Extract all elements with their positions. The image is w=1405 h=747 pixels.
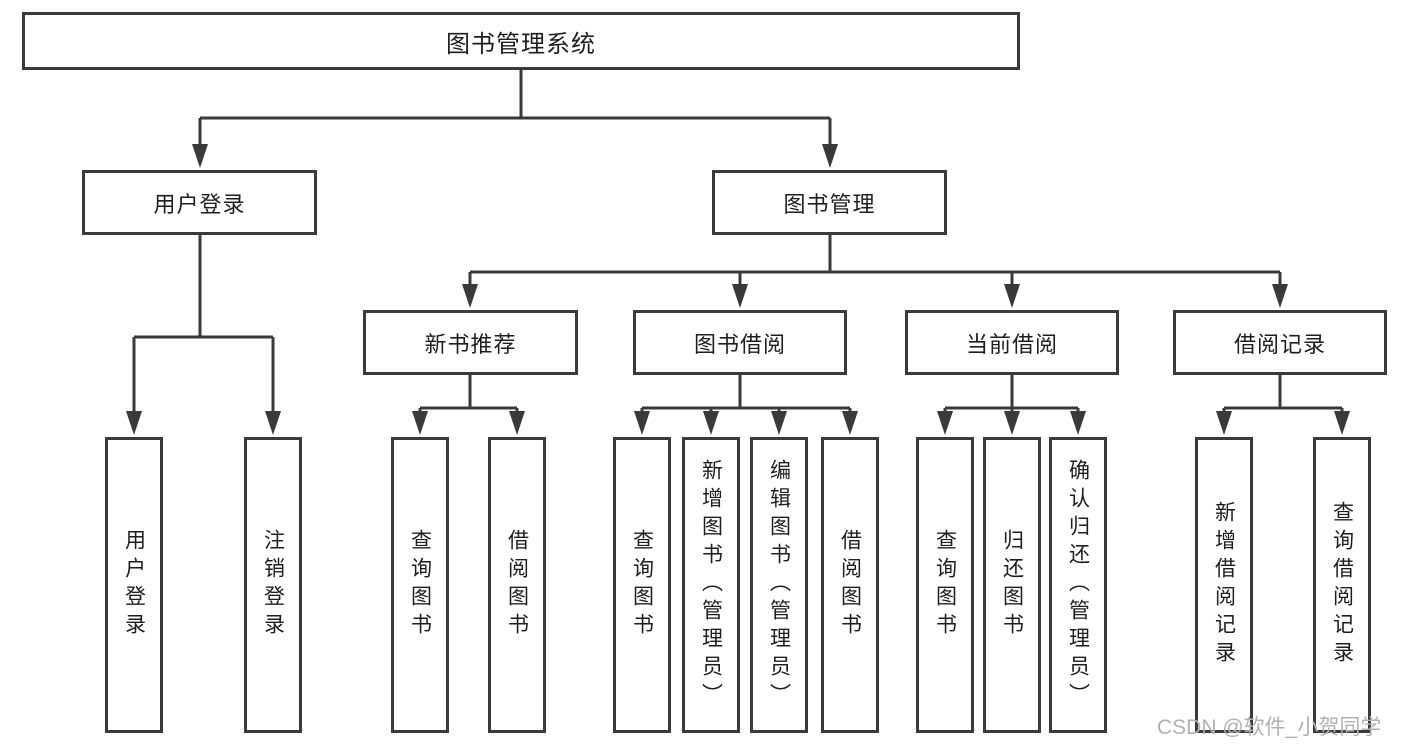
leaf-edit-book-admin: 编辑图书（管理员）: [750, 437, 808, 733]
node-label: 注销登录: [261, 529, 285, 641]
leaf-logout: 注销登录: [244, 437, 302, 733]
leaf-borrow-books: 借阅图书: [821, 437, 879, 733]
node-book-borrowing: 图书借阅: [633, 310, 847, 375]
node-label: 借阅记录: [1233, 331, 1326, 357]
node-label: 新书推荐: [424, 331, 517, 357]
node-label: 查询图书: [630, 529, 654, 641]
leaf-query-books-current: 查询图书: [916, 437, 974, 733]
leaf-add-borrow-record: 新增借阅记录: [1195, 437, 1253, 733]
node-label: 用户登录: [153, 191, 246, 217]
leaf-return-book: 归还图书: [983, 437, 1041, 733]
leaf-user-login: 用户登录: [105, 437, 163, 733]
node-label: 查询图书: [933, 529, 957, 641]
node-label: 借阅图书: [505, 529, 529, 641]
node-label: 编辑图书（管理员）: [767, 459, 791, 711]
node-label: 图书管理系统: [446, 30, 596, 58]
node-label: 归还图书: [1000, 529, 1024, 641]
node-library-management-system: 图书管理系统: [22, 12, 1020, 70]
node-label: 确认归还（管理员）: [1066, 459, 1090, 711]
leaf-add-book-admin: 新增图书（管理员）: [682, 437, 740, 733]
node-label: 新增借阅记录: [1212, 501, 1236, 669]
node-label: 借阅图书: [838, 529, 862, 641]
node-label: 图书借阅: [693, 331, 786, 357]
watermark: CSDN @软件_小贺同学: [1157, 716, 1382, 739]
node-label: 新增图书（管理员）: [699, 459, 723, 711]
node-current-borrowing: 当前借阅: [905, 310, 1119, 375]
leaf-confirm-return-admin: 确认归还（管理员）: [1049, 437, 1107, 733]
leaf-query-borrow-record: 查询借阅记录: [1313, 437, 1371, 733]
node-book-management: 图书管理: [712, 170, 947, 235]
node-new-book-recommendation: 新书推荐: [363, 310, 578, 375]
node-borrowing-records: 借阅记录: [1173, 310, 1387, 375]
leaf-borrow-books-recommend: 借阅图书: [488, 437, 546, 733]
node-label: 用户登录: [122, 529, 146, 641]
node-user-login: 用户登录: [82, 170, 317, 235]
node-label: 图书管理: [783, 191, 876, 217]
node-label: 当前借阅: [965, 331, 1058, 357]
node-label: 查询借阅记录: [1330, 501, 1354, 669]
leaf-query-books-recommend: 查询图书: [391, 437, 449, 733]
node-label: 查询图书: [408, 529, 432, 641]
leaf-query-books-borrow: 查询图书: [613, 437, 671, 733]
